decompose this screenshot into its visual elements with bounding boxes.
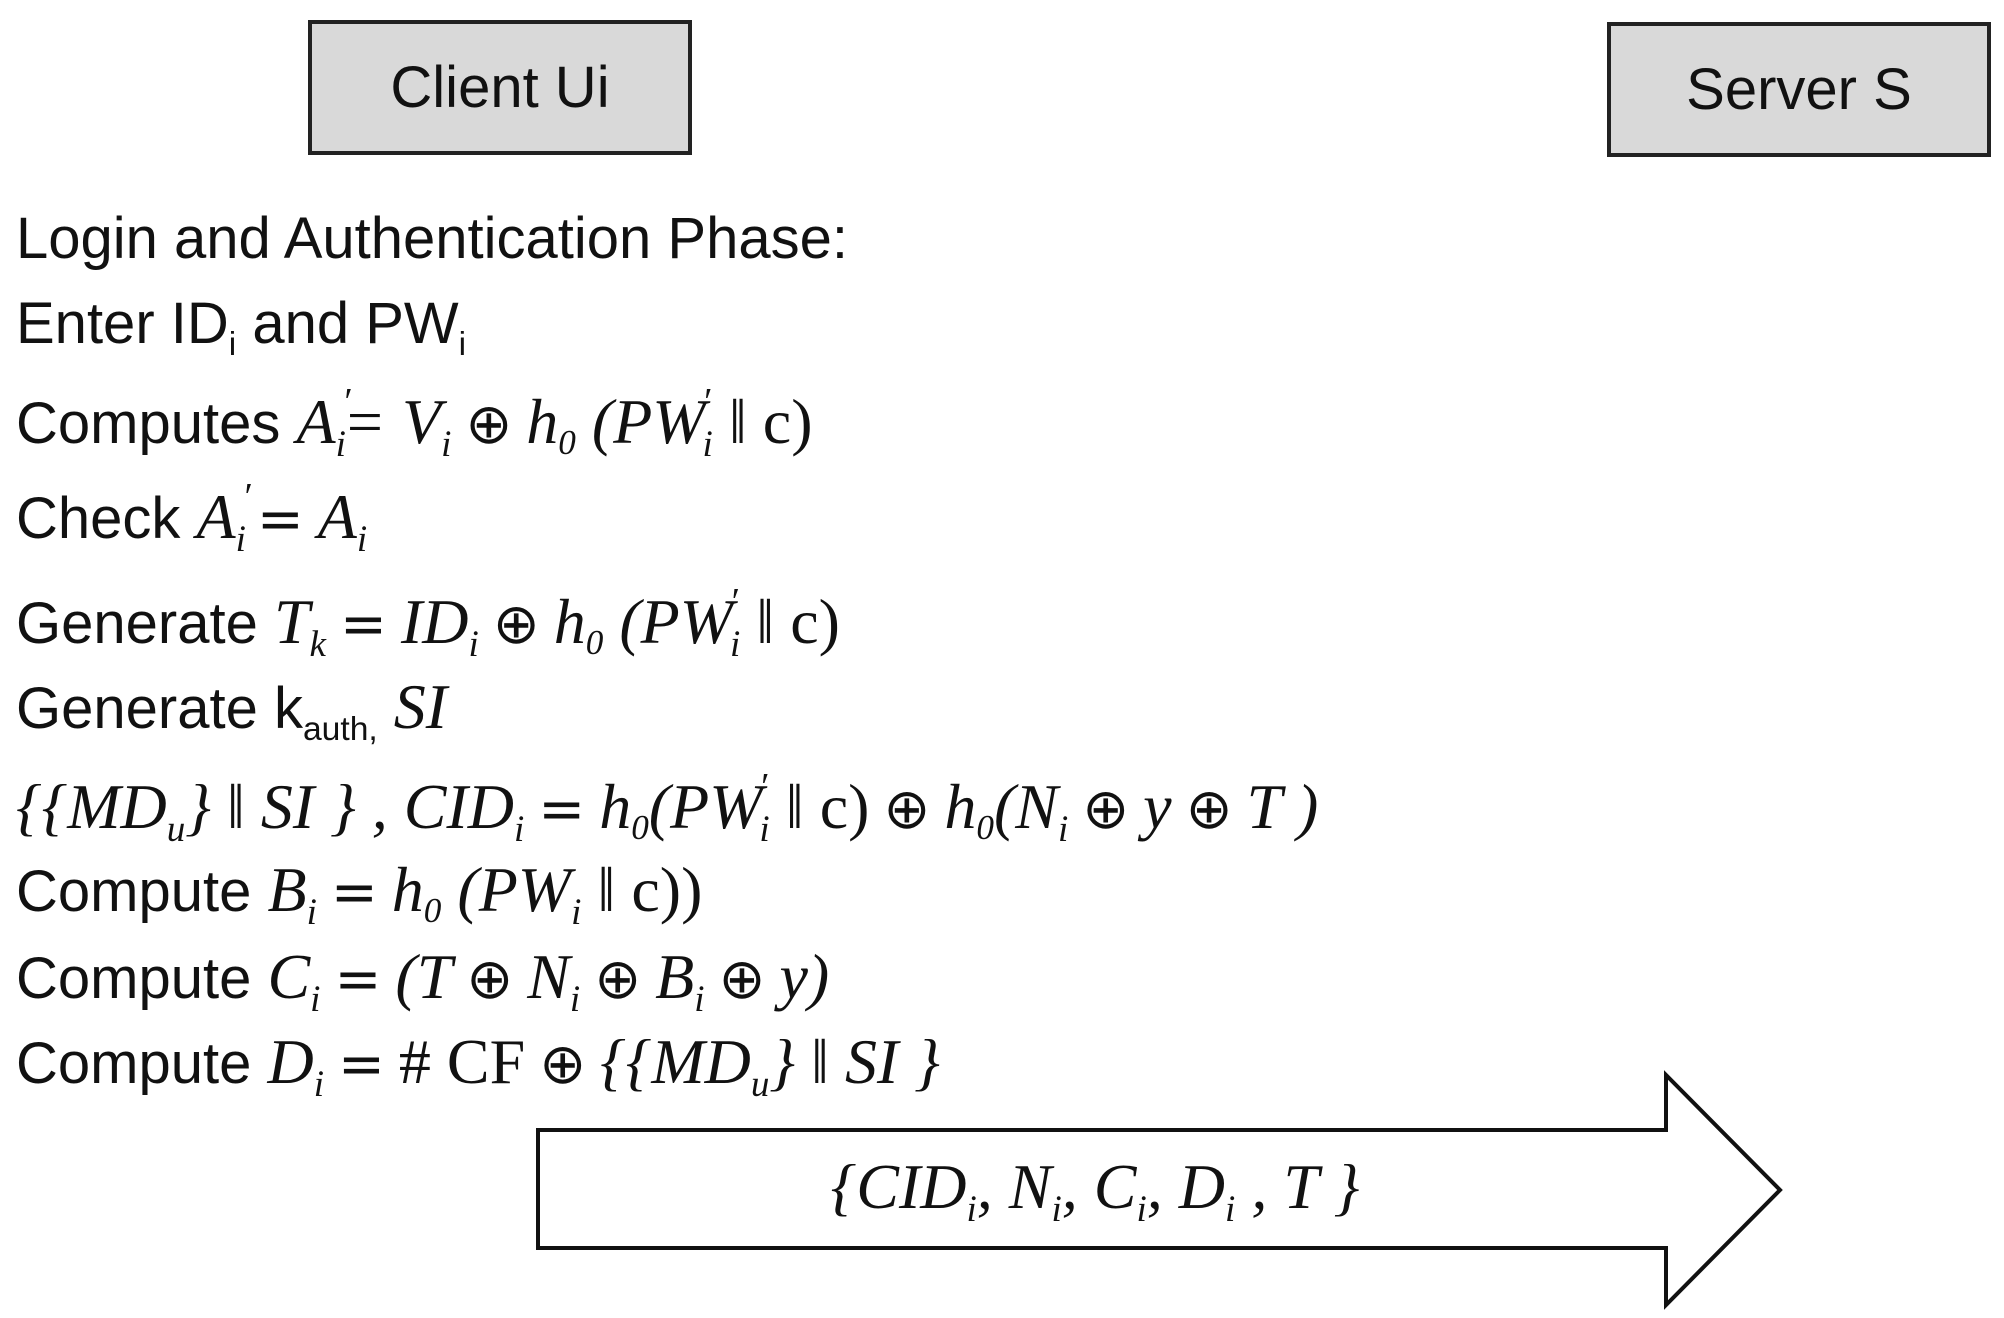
step-generate-t: Generate Tk=IDi⊕h0 (PW′i ‖ c) [16,581,840,665]
step-enter-credentials: Enter IDi and PWi [16,291,467,363]
server-label: Server S [1686,57,1912,122]
step-cid: {{MDu} ‖ SI } , CIDi=h0(PW′i ‖ c)⊕h0(Ni⊕… [16,766,1319,850]
message-label: {CIDi, Ni, Ci, Di , T } [830,1151,1360,1230]
step-compute-c: Compute Ci=(T⊕Ni⊕Bi⊕y) [16,941,830,1020]
step-compute-d: Compute Di=# CF⊕{{MDu} ‖ SI } [16,1026,940,1105]
step-compute-a: Computes Ai′= Vi⊕h0 (PW′i ‖ c) [16,381,813,465]
message-arrow-shape [536,1070,1783,1310]
client-label: Client Ui [390,55,610,120]
step-generate-k: Generate kauth, SI [16,671,448,748]
step-compute-b: Compute Bi=h0 (PWi ‖ c)) [16,854,703,933]
client-box: Client Ui [308,20,692,155]
server-box: Server S [1607,22,1991,157]
phase-title: Login and Authentication Phase: [16,206,848,271]
step-check: Check Ai′=Ai [16,476,368,560]
